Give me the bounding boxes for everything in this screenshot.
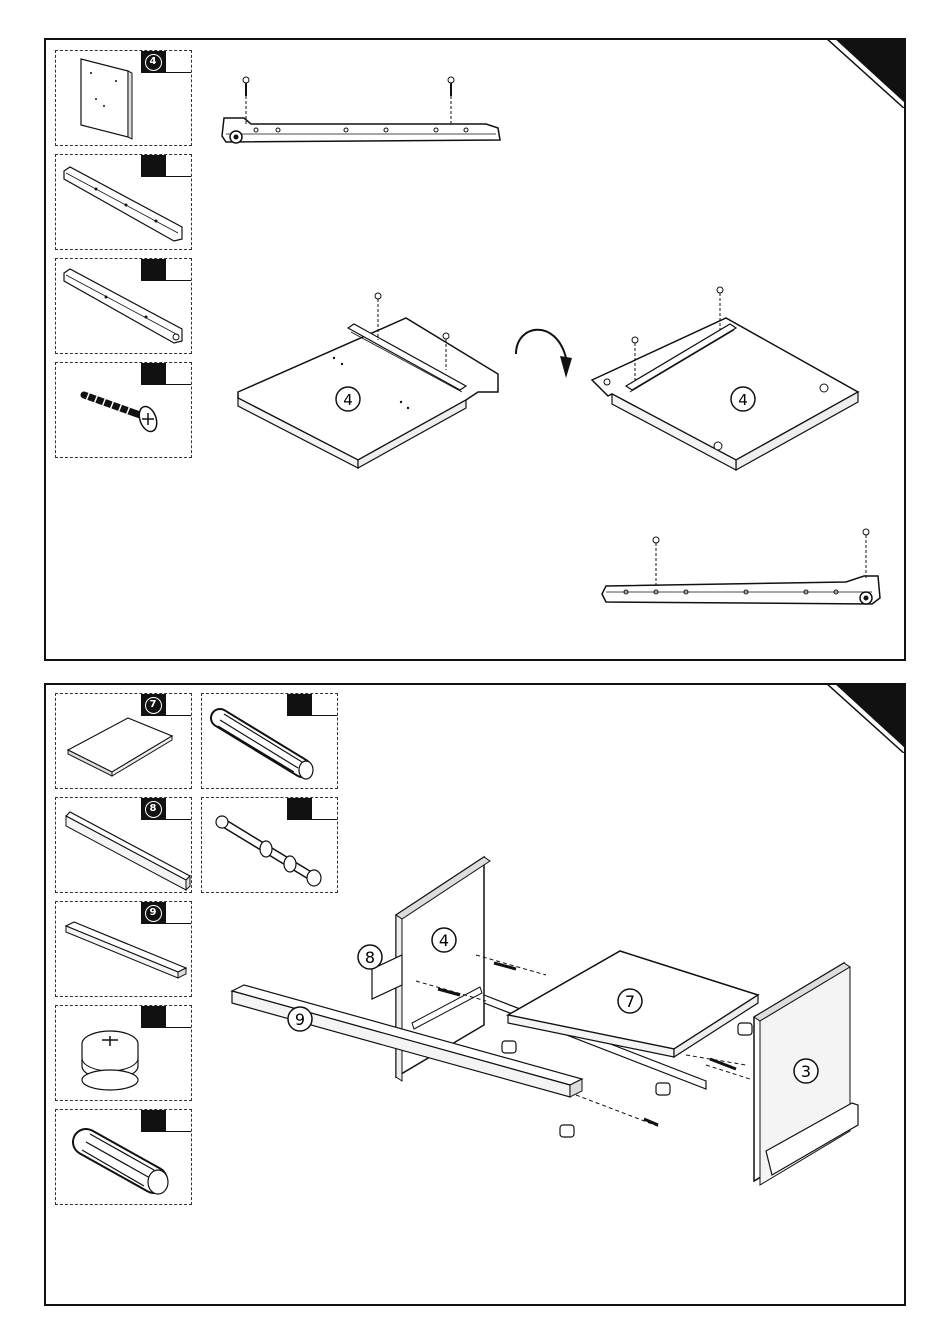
panel-number-label: 4 (343, 391, 353, 409)
shelf-7: 7 (508, 951, 758, 1057)
step-2-diagram: 4 8 9 7 (46, 685, 906, 1306)
side-panel-3: 3 (754, 963, 858, 1185)
rotate-arrow-icon (516, 330, 566, 358)
screw-icon (243, 77, 454, 126)
drawer-rail-bottom (602, 529, 880, 604)
assembly-step-1: 4 (44, 38, 906, 661)
drawer-rail-top (222, 118, 500, 143)
panel-number-label: 4 (738, 391, 748, 409)
step-1-diagram: 4 4 (46, 40, 906, 661)
panel-number-label: 4 (439, 931, 449, 950)
panel-4-right: 4 (592, 287, 858, 470)
rail-number-label: 9 (295, 1010, 305, 1029)
assembly-step-2: 7 8 9 (44, 683, 906, 1306)
shelf-number-label: 7 (625, 992, 635, 1011)
rail-number-label: 8 (365, 948, 375, 967)
panel-4-left: 4 (238, 293, 498, 468)
panel-number-label: 3 (801, 1062, 811, 1081)
